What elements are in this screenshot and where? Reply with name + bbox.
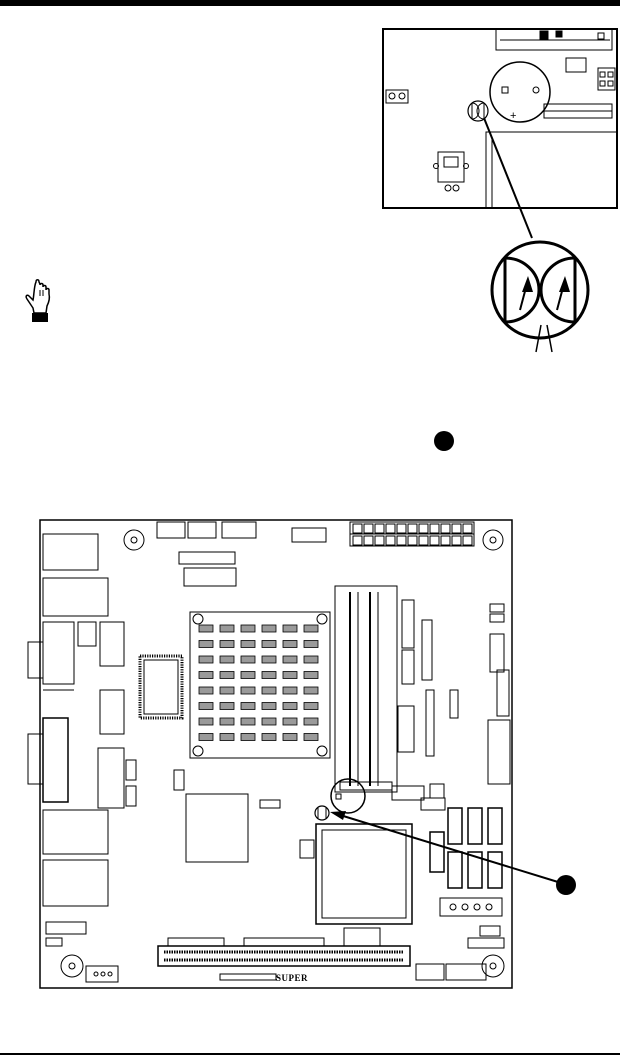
heatsink-fin [304,734,318,741]
pci-slot [158,946,410,966]
heatsink-fin [304,703,318,710]
heatsink-fin [199,734,213,741]
heatsink-fin [241,703,255,710]
heatsink-fin [241,734,255,741]
heatsink-fin [304,641,318,648]
heatsink-fin [304,718,318,725]
onboard-battery [331,779,365,813]
heatsink-fin [199,672,213,679]
heatsink-fin [304,687,318,694]
heatsink-fin [262,656,276,663]
heatsink-fin [262,641,276,648]
heatsink-fin [220,625,234,632]
heatsink-fin [262,625,276,632]
heatsink-fin [241,718,255,725]
heatsink-fin [220,656,234,663]
svg-text:+: + [510,110,516,122]
heatsink-fin [199,641,213,648]
motherboard: SUPER [28,520,512,988]
heatsink-fin [262,703,276,710]
inset-leader-line [484,118,532,238]
led-magnified [492,242,588,352]
heatsink-fin [241,672,255,679]
heatsink-fin [304,672,318,679]
heatsink-fin [199,703,213,710]
heatsink-fin [220,641,234,648]
note-hand-icon [26,280,49,322]
heatsink-fin [199,656,213,663]
heatsink-fin [220,718,234,725]
heatsink-fin [262,687,276,694]
chipset-chip [140,656,182,718]
heatsink-fin [262,734,276,741]
callout-marker-top [434,431,454,451]
mounting-hole-tl [124,530,144,550]
heatsink-fin [283,672,297,679]
heatsink-fin [199,625,213,632]
heatsink-fin [283,656,297,663]
dimm-slots [335,586,397,792]
heatsink-fin [283,687,297,694]
heatsink-fin [220,687,234,694]
heatsink-fin [241,656,255,663]
heatsink-fin [283,718,297,725]
mounting-hole-br [482,955,504,977]
heatsink-fin [220,734,234,741]
sata-connectors [430,808,502,888]
heatsink-fin [304,656,318,663]
heatsink-fin [220,703,234,710]
zoom-inset: + [383,29,617,208]
heatsink-fin [241,625,255,632]
heatsink-fin [262,718,276,725]
heatsink-fin [283,703,297,710]
heatsink-fin [283,625,297,632]
heatsink-fin [199,687,213,694]
heatsink-fin [241,687,255,694]
heatsink-fins [199,625,318,741]
onboard-led [315,806,329,820]
heatsink-fin [283,734,297,741]
heatsink-fin [241,641,255,648]
heatsink-fin [304,625,318,632]
heatsink-fin [283,641,297,648]
heatsink-fin [262,672,276,679]
brand-label: SUPER [276,973,308,983]
heatsink-fin [220,672,234,679]
callout-marker-bottom [556,875,576,895]
footer-rule [0,1053,620,1055]
mounting-hole-tr [483,530,503,550]
mounting-hole-bl [61,955,83,977]
heatsink-fin [199,718,213,725]
